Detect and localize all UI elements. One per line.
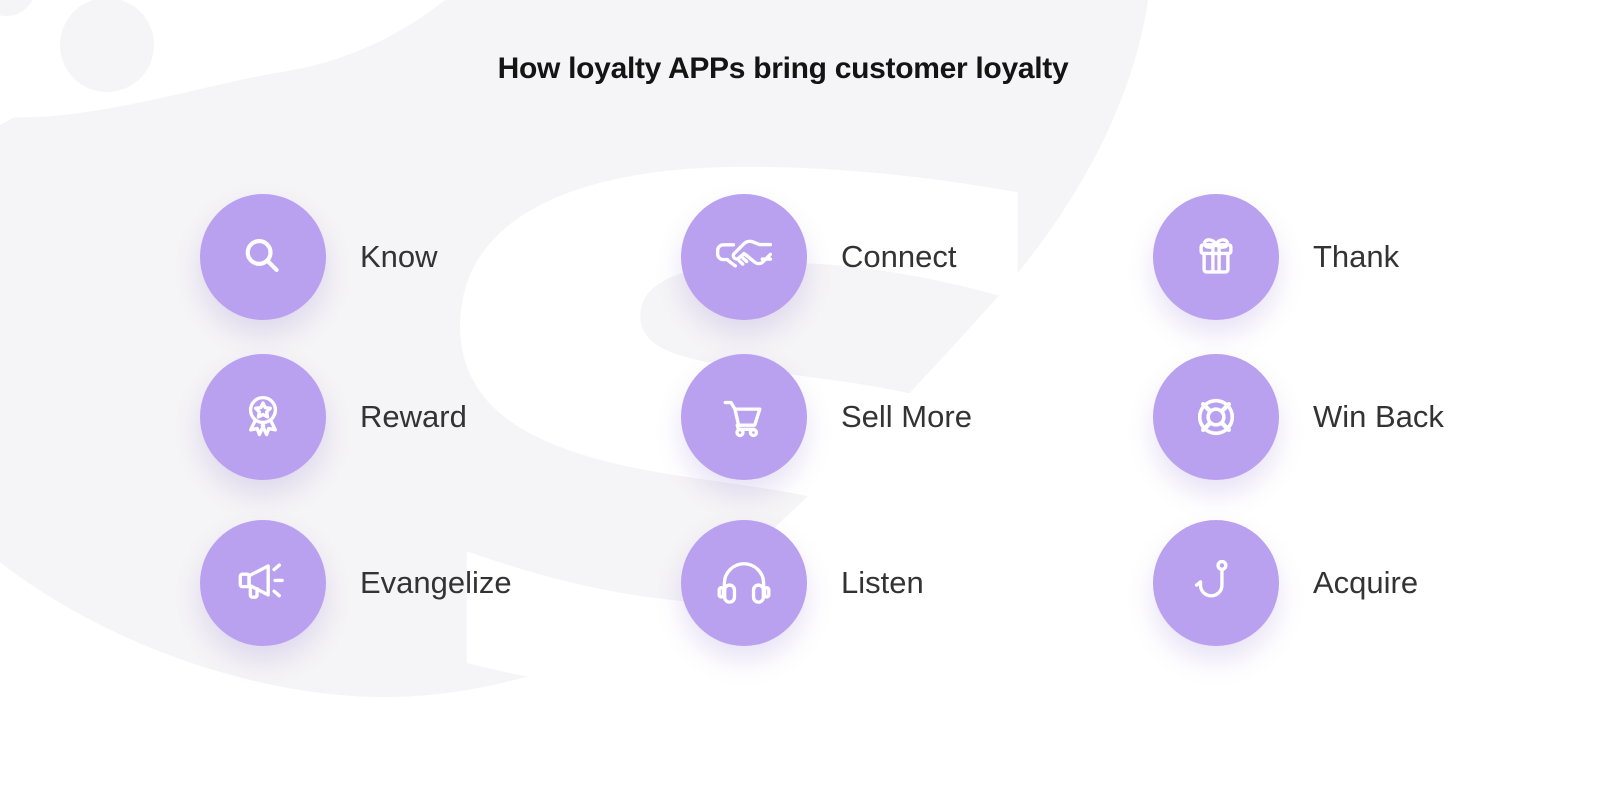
item-label: Thank [1313, 239, 1400, 274]
item-label: Reward [360, 399, 467, 434]
handshake-icon [715, 239, 773, 268]
list-item-thank: Thank [1153, 194, 1399, 320]
item-label: Sell More [841, 399, 972, 434]
icon-bubble [200, 520, 326, 646]
item-label: Acquire [1313, 565, 1419, 600]
icon-bubble [1153, 354, 1279, 480]
list-item-connect: Connect [681, 194, 956, 320]
list-item-know: Know [200, 194, 438, 320]
lifebuoy-icon [1197, 398, 1235, 436]
icon-bubble [681, 354, 807, 480]
icon-bubble [1153, 520, 1279, 646]
page-title: How loyalty APPs bring customer loyalty [497, 52, 1069, 85]
icon-bubble [681, 194, 807, 320]
icon-bubble [1153, 194, 1279, 320]
fishhook-icon [1194, 559, 1228, 598]
item-label: Evangelize [360, 565, 512, 600]
gray-blob-shape [0, 0, 1148, 698]
item-label: Connect [841, 239, 957, 274]
item-label: Know [360, 239, 438, 274]
list-item-win-back: Win Back [1153, 354, 1444, 480]
list-item-listen: Listen [681, 520, 924, 646]
list-item-reward: Reward [200, 354, 467, 480]
corner-gray-dot-large [60, 0, 154, 92]
award-ribbon-icon [248, 395, 278, 437]
shopping-cart-icon [723, 400, 762, 438]
corner-gray-dot-small [0, 0, 33, 16]
icon-bubble [200, 194, 326, 320]
list-item-sell-more: Sell More [681, 354, 972, 480]
list-item-acquire: Acquire [1153, 520, 1418, 646]
gift-icon [1199, 238, 1233, 274]
icon-bubble [681, 520, 807, 646]
headphones-icon [717, 562, 771, 604]
megaphone-icon [238, 563, 284, 599]
list-item-evangelize: Evangelize [200, 520, 512, 646]
search-icon [245, 239, 279, 272]
item-label: Listen [841, 565, 924, 600]
item-label: Win Back [1313, 399, 1444, 434]
icon-bubble [200, 354, 326, 480]
